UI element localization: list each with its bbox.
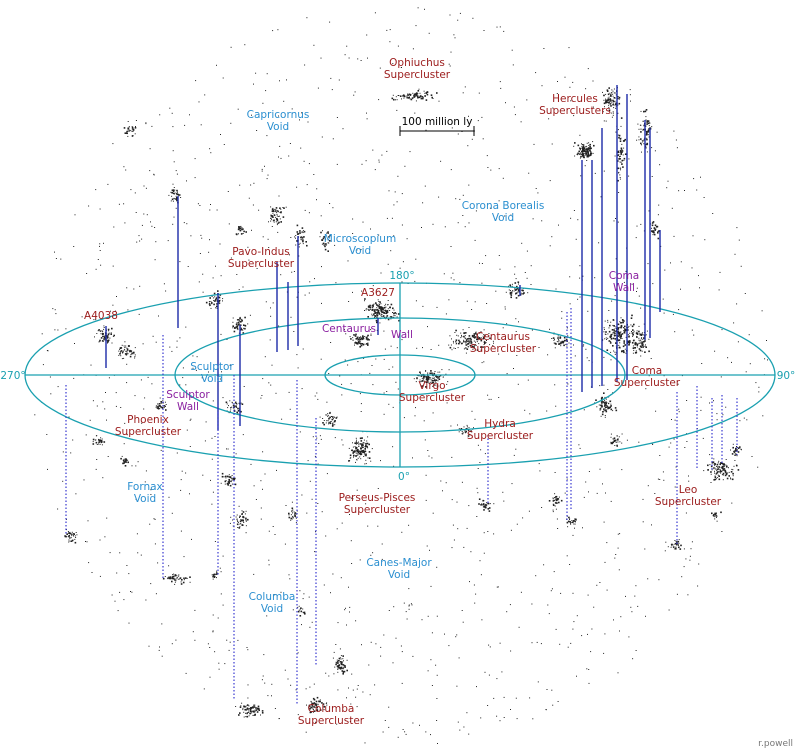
- label-line: Supercluster: [399, 392, 466, 404]
- label-line: A4038: [84, 310, 118, 322]
- label-line: Virgo: [418, 380, 445, 392]
- label-line: Columba: [308, 703, 355, 715]
- label-line: Coma: [632, 365, 662, 377]
- axis-label-180: 180°: [389, 270, 414, 282]
- scale-bar: 100 million ly: [399, 116, 475, 136]
- axis-label-270: 270°: [0, 370, 25, 382]
- label-line: Void: [349, 245, 371, 257]
- label-line: Wall: [177, 401, 199, 413]
- label-line: Void: [134, 493, 156, 505]
- label-line: Superclusters: [539, 105, 611, 117]
- label-line: Corona Borealis: [462, 200, 545, 212]
- cluster-label-a3627: A3627: [361, 287, 395, 299]
- projection-lines: [65, 85, 738, 705]
- label-line: Fornax: [127, 481, 163, 493]
- label-line: Supercluster: [298, 715, 365, 727]
- cluster-label-a4038: A4038: [84, 310, 118, 322]
- label-line: Capricornus: [247, 109, 310, 121]
- label-line: Hercules: [552, 93, 598, 105]
- label-line: A3627: [361, 287, 395, 299]
- label-line: Centaurus: [322, 323, 376, 335]
- label-line: Supercluster: [384, 69, 451, 81]
- wall-label-centaurus-wall-a: Centaurus: [322, 323, 376, 335]
- label-line: Hydra: [484, 418, 516, 430]
- label-line: Columba: [249, 591, 296, 603]
- label-line: Void: [201, 373, 223, 385]
- scale-label: 100 million ly: [402, 116, 473, 128]
- label-line: Wall: [391, 329, 413, 341]
- label-line: Sculptor: [166, 389, 210, 401]
- label-line: Phoenix: [127, 414, 169, 426]
- coordinate-ellipses: [24, 282, 776, 468]
- label-line: Supercluster: [655, 496, 722, 508]
- credit: r.powell: [758, 739, 793, 749]
- galaxy-dots: [34, 7, 768, 744]
- label-line: Perseus-Pisces: [339, 492, 416, 504]
- label-line: Supercluster: [614, 377, 681, 389]
- label-line: Canes-Major: [366, 557, 432, 569]
- label-line: Centaurus: [476, 331, 530, 343]
- axis-label-90: 90°: [777, 370, 796, 382]
- label-line: Supercluster: [115, 426, 182, 438]
- wall-label-centaurus-wall-b: Wall: [391, 329, 413, 341]
- label-line: Pavo-Indus: [232, 246, 289, 258]
- axis-label-0: 0°: [398, 471, 410, 483]
- label-line: Void: [261, 603, 283, 615]
- label-line: Supercluster: [470, 343, 537, 355]
- label-line: Wall: [613, 282, 635, 294]
- label-line: Leo: [679, 484, 698, 496]
- label-line: Ophiuchus: [389, 57, 445, 69]
- label-line: Supercluster: [344, 504, 411, 516]
- label-line: Void: [267, 121, 289, 133]
- label-line: Void: [388, 569, 410, 581]
- label-line: Sculptor: [190, 361, 234, 373]
- label-line: Supercluster: [228, 258, 295, 270]
- label-line: Coma: [609, 270, 639, 282]
- label-line: Microscopium: [324, 233, 396, 245]
- label-line: Void: [492, 212, 514, 224]
- label-line: Supercluster: [467, 430, 534, 442]
